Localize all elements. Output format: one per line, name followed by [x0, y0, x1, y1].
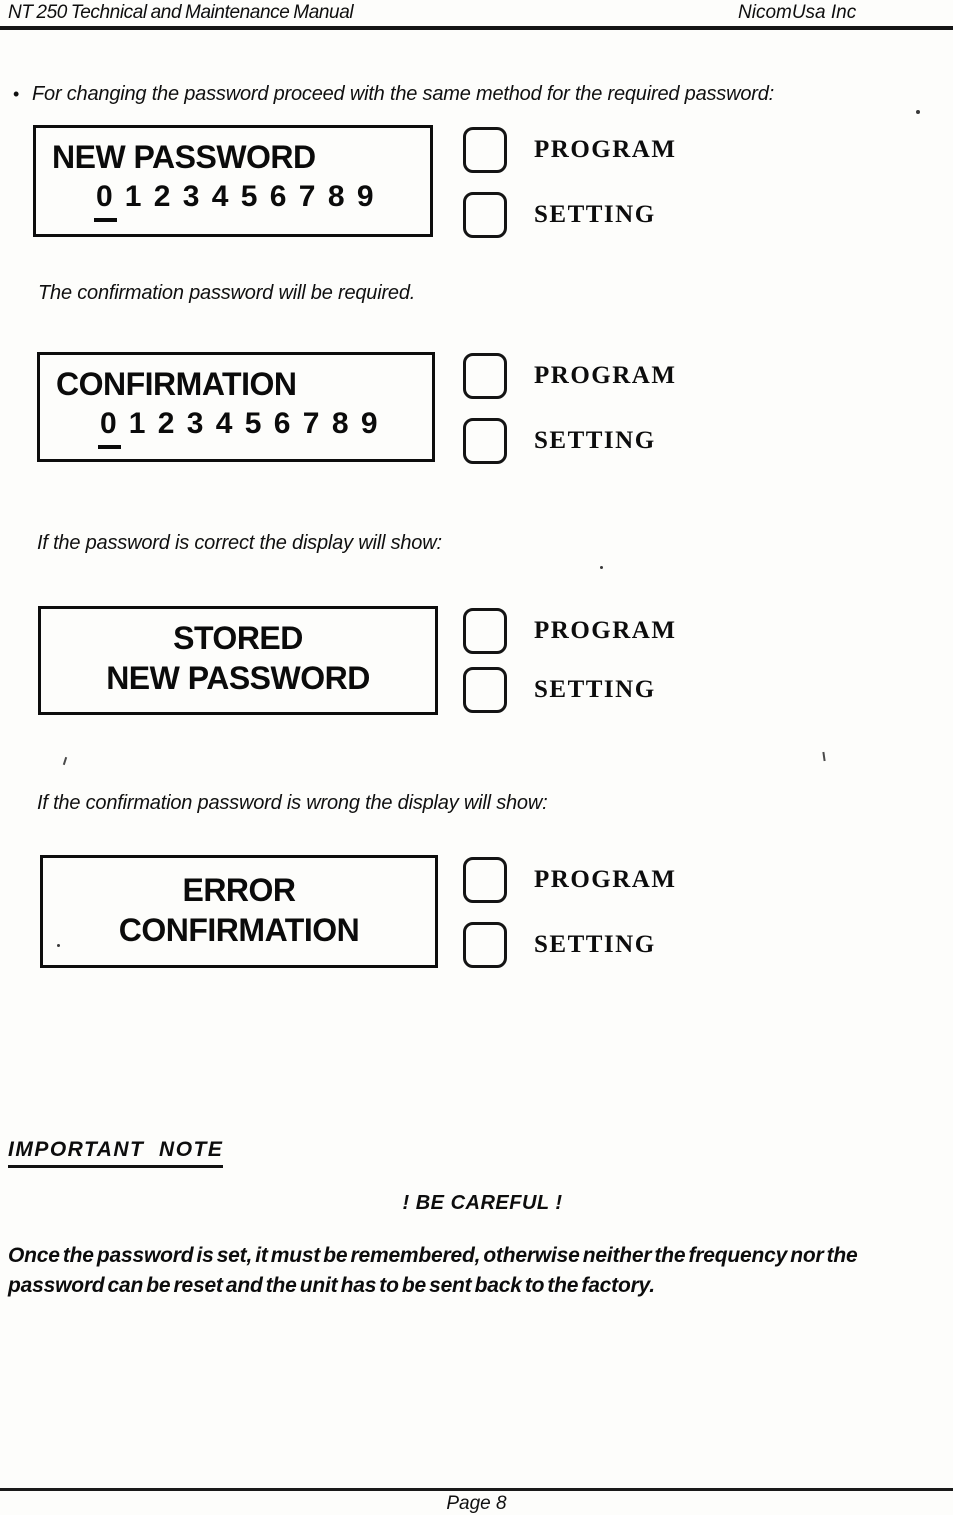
program-key-label: PROGRAM — [534, 866, 677, 893]
important-note-heading: IMPORTANT NOTE — [8, 1138, 224, 1168]
lcd-line-title: NEW PASSWORD — [52, 139, 316, 175]
lcd-line-1: STORED — [173, 620, 303, 656]
scan-artifact — [62, 756, 68, 766]
intro-error: If the confirmation password is wrong th… — [37, 792, 548, 814]
be-careful-line: ! BE CAREFUL ! — [402, 1192, 563, 1214]
manual-title: NT 250 Technical and Maintenance Manual — [8, 2, 354, 23]
program-key-icon — [463, 608, 507, 654]
setting-key-label: SETTING — [534, 201, 656, 228]
scan-artifact — [57, 944, 60, 947]
header-rule — [0, 26, 953, 30]
program-key-label: PROGRAM — [534, 136, 677, 163]
page-number: Page 8 — [446, 1493, 507, 1514]
intro-confirmation: The confirmation password will be requir… — [38, 282, 416, 304]
setting-key-icon — [463, 418, 507, 464]
setting-key-icon — [463, 667, 507, 713]
setting-key-label: SETTING — [534, 676, 656, 703]
intro-stored: If the password is correct the display w… — [37, 532, 442, 554]
scan-artifact — [822, 751, 826, 762]
digit-row: 1 2 3 4 5 6 7 8 9 — [128, 407, 380, 440]
lcd-line-title: CONFIRMATION — [56, 366, 297, 402]
setting-key-row: SETTING — [463, 418, 656, 464]
setting-key-icon — [463, 192, 507, 238]
setting-key-row: SETTING — [463, 922, 656, 968]
footer-rule — [0, 1488, 953, 1491]
bullet-text: For changing the password proceed with t… — [32, 83, 774, 105]
program-key-label: PROGRAM — [534, 617, 677, 644]
setting-key-icon — [463, 922, 507, 968]
program-key-row: PROGRAM — [463, 608, 676, 654]
setting-key-row: SETTING — [463, 192, 656, 238]
warning-paragraph: Once the password is set, it must be rem… — [8, 1244, 858, 1297]
lcd-display-error: ERROR CONFIRMATION — [40, 855, 438, 968]
selected-digit: 0 — [94, 177, 117, 222]
setting-key-label: SETTING — [534, 931, 656, 958]
program-key-icon — [463, 857, 507, 903]
lcd-line-2: CONFIRMATION — [118, 912, 360, 948]
program-key-row: PROGRAM — [463, 857, 676, 903]
lcd-line-2: NEW PASSWORD — [106, 660, 370, 696]
lcd-display-stored: STORED NEW PASSWORD — [38, 606, 438, 715]
setting-key-label: SETTING — [534, 427, 656, 454]
selected-digit: 0 — [98, 404, 121, 449]
bullet-icon: • — [13, 84, 20, 104]
digit-row: 1 2 3 4 5 6 7 8 9 — [124, 180, 376, 213]
company-name: NicomUsa Inc — [738, 2, 857, 23]
program-key-icon — [463, 353, 507, 399]
setting-key-row: SETTING — [463, 667, 656, 713]
scan-artifact — [916, 110, 920, 114]
lcd-line-1: ERROR — [182, 872, 296, 908]
program-key-label: PROGRAM — [534, 362, 677, 389]
program-key-icon — [463, 127, 507, 173]
program-key-row: PROGRAM — [463, 127, 676, 173]
scan-artifact — [600, 566, 603, 569]
program-key-row: PROGRAM — [463, 353, 676, 399]
